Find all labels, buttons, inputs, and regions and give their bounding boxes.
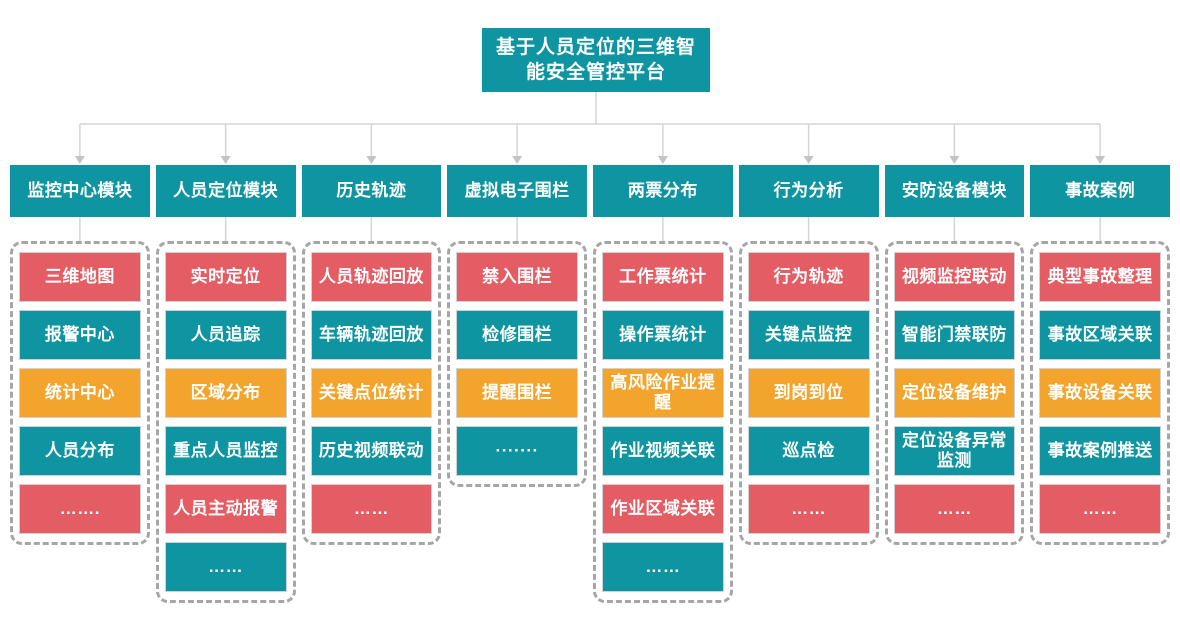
module-item: 工作票统计 — [602, 252, 724, 302]
module-item: …… — [1039, 484, 1161, 534]
module-item: 提醒围栏 — [456, 368, 578, 418]
module-column-4: 虚拟电子围栏禁入围栏检修围栏提醒围栏 ······· — [447, 165, 587, 487]
module-item: 行为轨迹 — [747, 252, 870, 302]
module-item: 视频监控联动 — [893, 252, 1016, 302]
module-item: 事故设备关联 — [1039, 368, 1161, 418]
module-item: 人员分布 — [19, 426, 141, 476]
module-column-6: 行为分析行为轨迹关键点监控到岗到位巡点检 …… — [738, 165, 879, 545]
module-item: 典型事故整理 — [1039, 252, 1161, 302]
module-item: 车辆轨迹回放 — [310, 310, 433, 360]
module-item: 关键点位统计 — [310, 368, 433, 418]
module-item: …… — [310, 484, 433, 534]
column-item-group: 禁入围栏检修围栏提醒围栏 ······· — [447, 241, 587, 487]
module-item: 历史视频联动 — [310, 426, 433, 476]
module-item: 到岗到位 — [747, 368, 870, 418]
column-item-group: 典型事故整理事故区域关联事故设备关联事故案例推送 …… — [1030, 241, 1170, 545]
column-item-group: 视频监控联动智能门禁联防定位设备维护定位设备异常监测 …… — [884, 241, 1025, 545]
module-item: 定位设备维护 — [893, 368, 1016, 418]
column-header: 两票分布 — [593, 165, 733, 217]
module-item: 人员轨迹回放 — [310, 252, 433, 302]
module-item: 统计中心 — [19, 368, 141, 418]
module-item: ……. — [19, 484, 141, 534]
column-header: 安防设备模块 — [884, 165, 1025, 217]
column-header: 行为分析 — [738, 165, 879, 217]
module-item: 作业区域关联 — [602, 484, 724, 534]
module-item: 人员追踪 — [164, 310, 287, 360]
module-item: 三维地图 — [19, 252, 141, 302]
module-item: 操作票统计 — [602, 310, 724, 360]
module-column-5: 两票分布工作票统计操作票统计高风险作业提醒作业视频关联作业区域关联 …… — [593, 165, 733, 603]
module-item: 智能门禁联防 — [893, 310, 1016, 360]
column-item-group: 行为轨迹关键点监控到岗到位巡点检 …… — [738, 241, 879, 545]
module-item: …… — [893, 484, 1016, 534]
module-item: …… — [164, 542, 287, 592]
module-item: 事故案例推送 — [1039, 426, 1161, 476]
module-item: 事故区域关联 — [1039, 310, 1161, 360]
module-item: …… — [747, 484, 870, 534]
column-item-group: 工作票统计操作票统计高风险作业提醒作业视频关联作业区域关联 …… — [593, 241, 733, 603]
column-header: 历史轨迹 — [301, 165, 442, 217]
module-column-3: 历史轨迹人员轨迹回放车辆轨迹回放关键点位统计历史视频联动 …… — [301, 165, 442, 545]
module-column-7: 安防设备模块视频监控联动智能门禁联防定位设备维护定位设备异常监测 …… — [884, 165, 1025, 545]
column-item-group: 实时定位人员追踪区域分布重点人员监控人员主动报警 …… — [155, 241, 296, 603]
module-item: …… — [602, 542, 724, 592]
module-item: 重点人员监控 — [164, 426, 287, 476]
module-item: 作业视频关联 — [602, 426, 724, 476]
module-item: 区域分布 — [164, 368, 287, 418]
module-item: ······· — [456, 426, 578, 476]
module-item: 定位设备异常监测 — [893, 426, 1016, 476]
module-item: 人员主动报警 — [164, 484, 287, 534]
module-columns: 监控中心模块三维地图报警中心统计中心人员分布 ……. 人员定位模块实时定位人员追踪区… — [10, 165, 1170, 603]
module-item: 实时定位 — [164, 252, 287, 302]
column-header: 人员定位模块 — [155, 165, 296, 217]
column-item-group: 三维地图报警中心统计中心人员分布 ……. — [10, 241, 150, 545]
module-item: 高风险作业提醒 — [602, 368, 724, 418]
column-item-group: 人员轨迹回放车辆轨迹回放关键点位统计历史视频联动 …… — [301, 241, 442, 545]
module-item: 关键点监控 — [747, 310, 870, 360]
module-item: 报警中心 — [19, 310, 141, 360]
column-header: 监控中心模块 — [10, 165, 150, 217]
module-item: 禁入围栏 — [456, 252, 578, 302]
column-header: 虚拟电子围栏 — [447, 165, 587, 217]
column-header: 事故案例 — [1030, 165, 1170, 217]
module-column-2: 人员定位模块实时定位人员追踪区域分布重点人员监控人员主动报警 …… — [155, 165, 296, 603]
root-node: 基于人员定位的三维智能安全管控平台 — [482, 28, 710, 93]
module-column-1: 监控中心模块三维地图报警中心统计中心人员分布 ……. — [10, 165, 150, 545]
module-item: 巡点检 — [747, 426, 870, 476]
module-column-8: 事故案例典型事故整理事故区域关联事故设备关联事故案例推送 …… — [1030, 165, 1170, 545]
module-item: 检修围栏 — [456, 310, 578, 360]
